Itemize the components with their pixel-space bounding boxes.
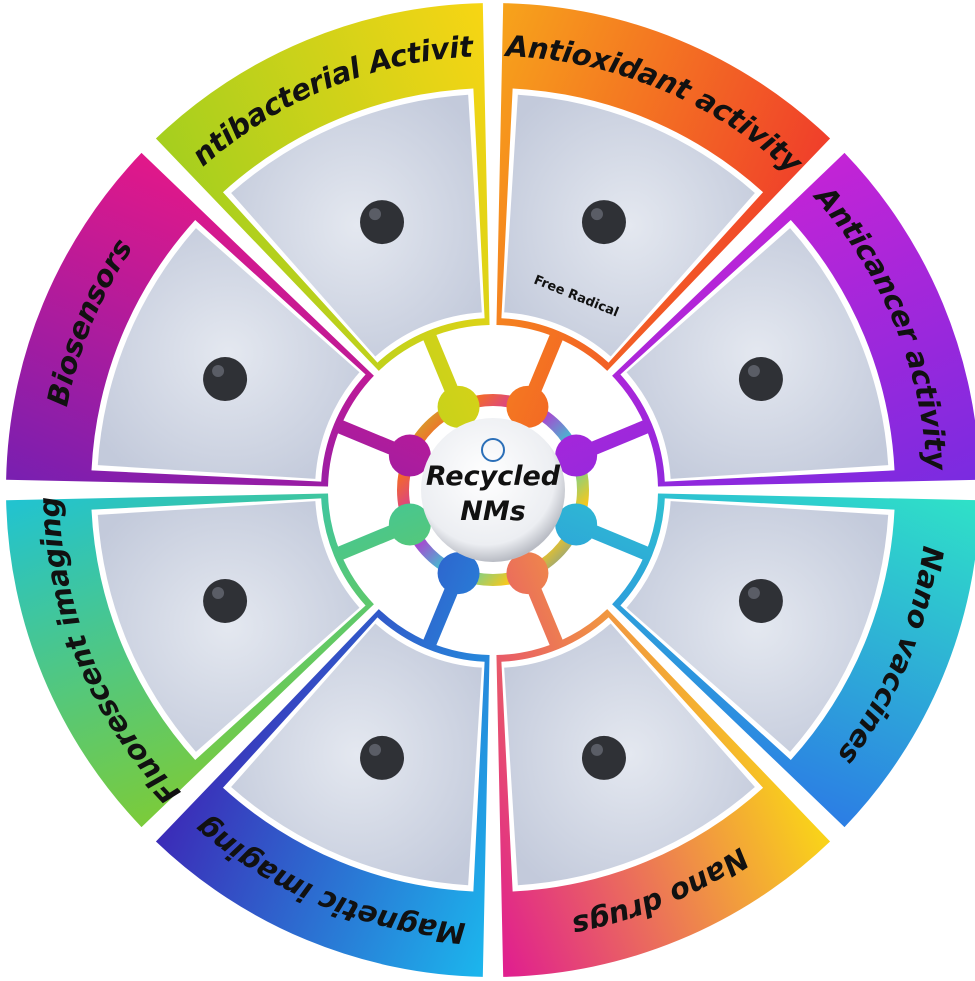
- center-disc: [421, 418, 565, 562]
- nanoparticle-icon: [203, 357, 248, 402]
- nanoparticle-icon: [360, 200, 405, 245]
- panel-illustration-area: [97, 501, 360, 752]
- nanoparticle-highlight: [747, 586, 760, 599]
- ring-node-fluorescent-imaging: [388, 503, 431, 546]
- nanostructure-icon: [481, 438, 505, 462]
- panel-illustration-area: [97, 228, 360, 479]
- nanoparticle-highlight: [212, 586, 225, 599]
- center-label: Recycled NMs: [426, 461, 561, 527]
- center-title-line2: NMs: [460, 496, 526, 527]
- nanoparticle-highlight: [369, 743, 382, 756]
- ring-node-nano-drugs: [506, 552, 549, 595]
- panel-illustration-area: [504, 94, 755, 357]
- center-hub: [333, 330, 653, 650]
- segment-antioxidant: Antioxidant activity: [496, 3, 831, 371]
- ring-node-biosensors: [388, 434, 431, 477]
- segment-biosensors: Biosensors: [6, 152, 374, 487]
- ring-node-anticancer: [555, 434, 598, 477]
- ring-node-antibacterial: [437, 385, 480, 428]
- center-title-line1: Recycled: [426, 461, 561, 492]
- ring-node-nano-vaccines: [555, 503, 598, 546]
- nanoparticle-icon: [738, 357, 783, 402]
- ring-node-magnetic-imaging: [437, 552, 480, 595]
- nanoparticle-icon: [581, 735, 626, 780]
- nanoparticle-icon: [203, 578, 248, 623]
- panel-illustration-area: [626, 501, 889, 752]
- nanoparticle-highlight: [747, 365, 760, 378]
- segment-nano-vaccines: Nano vaccines: [612, 493, 975, 828]
- nanoparticle-icon: [581, 200, 626, 245]
- segment-nano-drugs: Nano drugs: [496, 609, 831, 977]
- panel-illustration-area: [504, 623, 755, 886]
- node-ring: [397, 394, 589, 586]
- nanoparticle-highlight: [590, 743, 603, 756]
- nanoparticle-highlight: [369, 208, 382, 221]
- segment-magnetic-imaging: Magnetic imaging: [155, 609, 490, 977]
- panel-illustration-area: [231, 94, 482, 357]
- nanoparticle-highlight: [212, 365, 225, 378]
- nanoparticle-icon: [738, 578, 783, 623]
- panel-illustration-area: [231, 623, 482, 886]
- nanoparticle-icon: [360, 735, 405, 780]
- panel-illustration-area: [626, 228, 889, 479]
- nanoparticle-highlight: [590, 208, 603, 221]
- ring-node-antioxidant: [506, 385, 549, 428]
